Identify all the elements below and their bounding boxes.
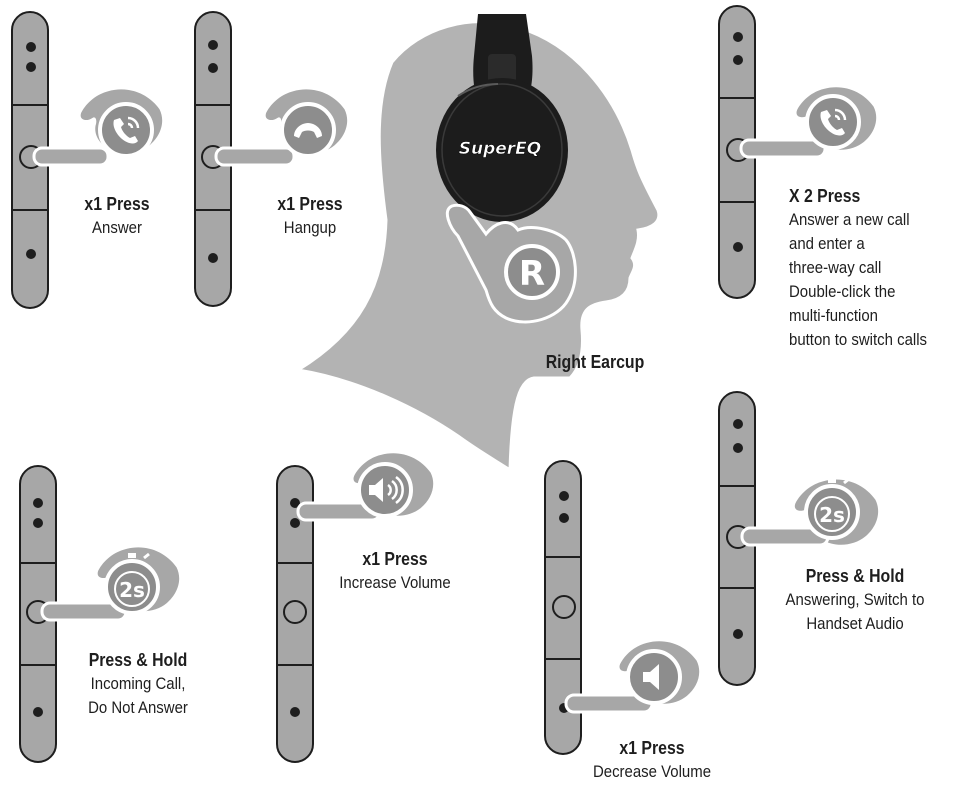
caption-desc: three-way call bbox=[789, 258, 882, 277]
phone-hangup-icon bbox=[294, 123, 322, 138]
caption-hold-incoming: Press & Hold Incoming Call, Do Not Answe… bbox=[76, 648, 199, 720]
pointing-hand bbox=[214, 89, 348, 167]
caption-title: x1 Press bbox=[362, 549, 428, 569]
pointing-hand bbox=[739, 87, 877, 159]
pointing-hand bbox=[32, 89, 163, 167]
earcup bbox=[436, 78, 568, 222]
svg-text:2s: 2s bbox=[119, 578, 145, 602]
phone-answer-icon bbox=[820, 108, 847, 136]
svg-text:2s: 2s bbox=[819, 503, 845, 527]
caption-desc: Answering, Switch to bbox=[785, 590, 925, 609]
caption-volume-down: x1 Press Decrease Volume bbox=[586, 736, 718, 784]
caption-right-earcup: Right Earcup bbox=[529, 350, 661, 374]
phone-answer-icon bbox=[113, 116, 140, 144]
pointing-hand bbox=[296, 453, 434, 522]
timer-2s-icon: 2s bbox=[814, 477, 850, 532]
caption-desc: button to switch calls bbox=[789, 330, 928, 349]
caption-hold-handset: Press & Hold Answering, Switch to Handse… bbox=[776, 564, 934, 636]
caption-title: x1 Press bbox=[277, 194, 343, 214]
headphone: SuperEQ bbox=[436, 14, 568, 222]
caption-desc: Do Not Answer bbox=[88, 698, 188, 717]
earcup-strip bbox=[544, 460, 582, 755]
caption-title: Press & Hold bbox=[805, 566, 905, 586]
caption-desc: Handset Audio bbox=[806, 614, 904, 633]
caption-title: Press & Hold bbox=[88, 650, 188, 670]
brand-logo: SuperEQ bbox=[459, 139, 542, 159]
caption-desc: multi-function bbox=[789, 306, 878, 325]
caption-desc: Increase Volume bbox=[339, 573, 451, 592]
caption-desc: Double-click the bbox=[789, 282, 896, 301]
pointing-hand bbox=[564, 641, 700, 714]
timer-2s-icon: 2s bbox=[114, 552, 150, 607]
caption-title: x1 Press bbox=[84, 194, 150, 214]
right-earcup-hand: R bbox=[445, 203, 577, 324]
caption-volume-up: x1 Press Increase Volume bbox=[333, 547, 456, 595]
caption-double-press: X 2 Press Answer a new call and enter a … bbox=[789, 184, 927, 352]
caption-answer: x1 Press Answer bbox=[69, 192, 166, 240]
caption-desc: Answer a new call bbox=[789, 210, 910, 229]
caption-title: X 2 Press bbox=[789, 186, 861, 206]
pointing-hand: 2s bbox=[740, 477, 879, 547]
volume-up-icon bbox=[369, 475, 404, 505]
earcup-strip bbox=[276, 465, 314, 763]
volume-down-icon bbox=[643, 664, 659, 690]
caption-desc: Decrease Volume bbox=[592, 762, 712, 781]
caption-desc: Answer bbox=[92, 218, 142, 237]
earcup-strip bbox=[718, 391, 756, 686]
earcup-strip bbox=[718, 5, 756, 299]
earcup-badge: R bbox=[519, 254, 545, 294]
caption-desc: Incoming Call, bbox=[90, 674, 186, 693]
caption-desc: and enter a bbox=[789, 234, 865, 253]
right-earcup-label: Right Earcup bbox=[545, 352, 645, 372]
caption-desc: Hangup bbox=[283, 218, 337, 237]
caption-hangup: x1 Press Hangup bbox=[262, 192, 359, 240]
caption-title: x1 Press bbox=[619, 738, 685, 758]
pointing-hand: 2s bbox=[40, 547, 180, 622]
